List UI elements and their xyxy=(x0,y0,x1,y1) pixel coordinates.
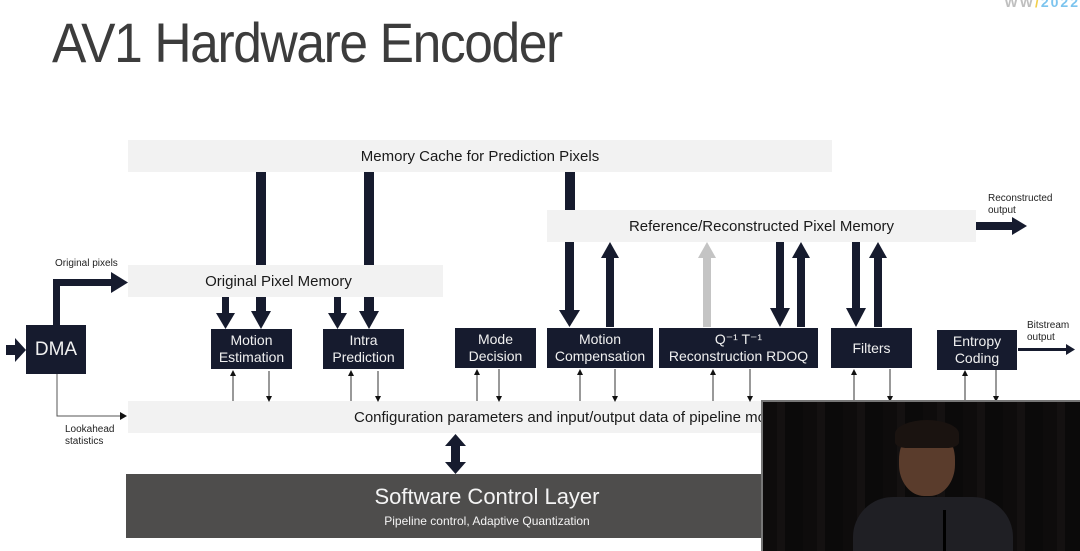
software-layer-subtitle: Pipeline control, Adaptive Quantization xyxy=(384,514,590,528)
arrow-reconstructed-output xyxy=(976,222,1014,230)
speaker-hair xyxy=(895,420,959,448)
arrow-bitstream-output xyxy=(1018,348,1068,351)
speaker-video-overlay xyxy=(761,400,1080,551)
dma-block: DMA xyxy=(26,325,86,374)
software-control-layer: Software Control Layer Pipeline control,… xyxy=(126,474,766,538)
config-thin-arrows xyxy=(232,369,997,401)
arrow-lookahead xyxy=(56,374,120,417)
arrow-config-software xyxy=(451,444,460,464)
wire-cache-ip xyxy=(364,172,374,265)
slide-title: AV1 Hardware Encoder xyxy=(52,11,563,74)
original-memory-band: Original Pixel Memory xyxy=(128,265,443,297)
software-layer-title: Software Control Layer xyxy=(374,484,600,509)
arrow-ref-to-mc xyxy=(565,242,574,312)
wire-cache-mc xyxy=(565,172,575,210)
wire-cache-me xyxy=(256,172,266,265)
original-pixels-label: Original pixels xyxy=(55,258,118,269)
memory-cache-band: Memory Cache for Prediction Pixels xyxy=(128,140,832,172)
speaker-body xyxy=(853,497,1013,551)
arrow-mc-to-ref xyxy=(606,258,614,327)
reference-memory-band: Reference/Reconstructed Pixel Memory xyxy=(547,210,976,242)
microphone-icon xyxy=(943,510,946,551)
conference-logo: WW/2022 xyxy=(1004,0,1080,10)
config-band: Configuration parameters and input/outpu… xyxy=(128,401,768,433)
arrow-original-pixels xyxy=(53,279,60,326)
filters-block: Filters xyxy=(831,328,912,368)
arrow-recon-faded xyxy=(703,258,711,327)
